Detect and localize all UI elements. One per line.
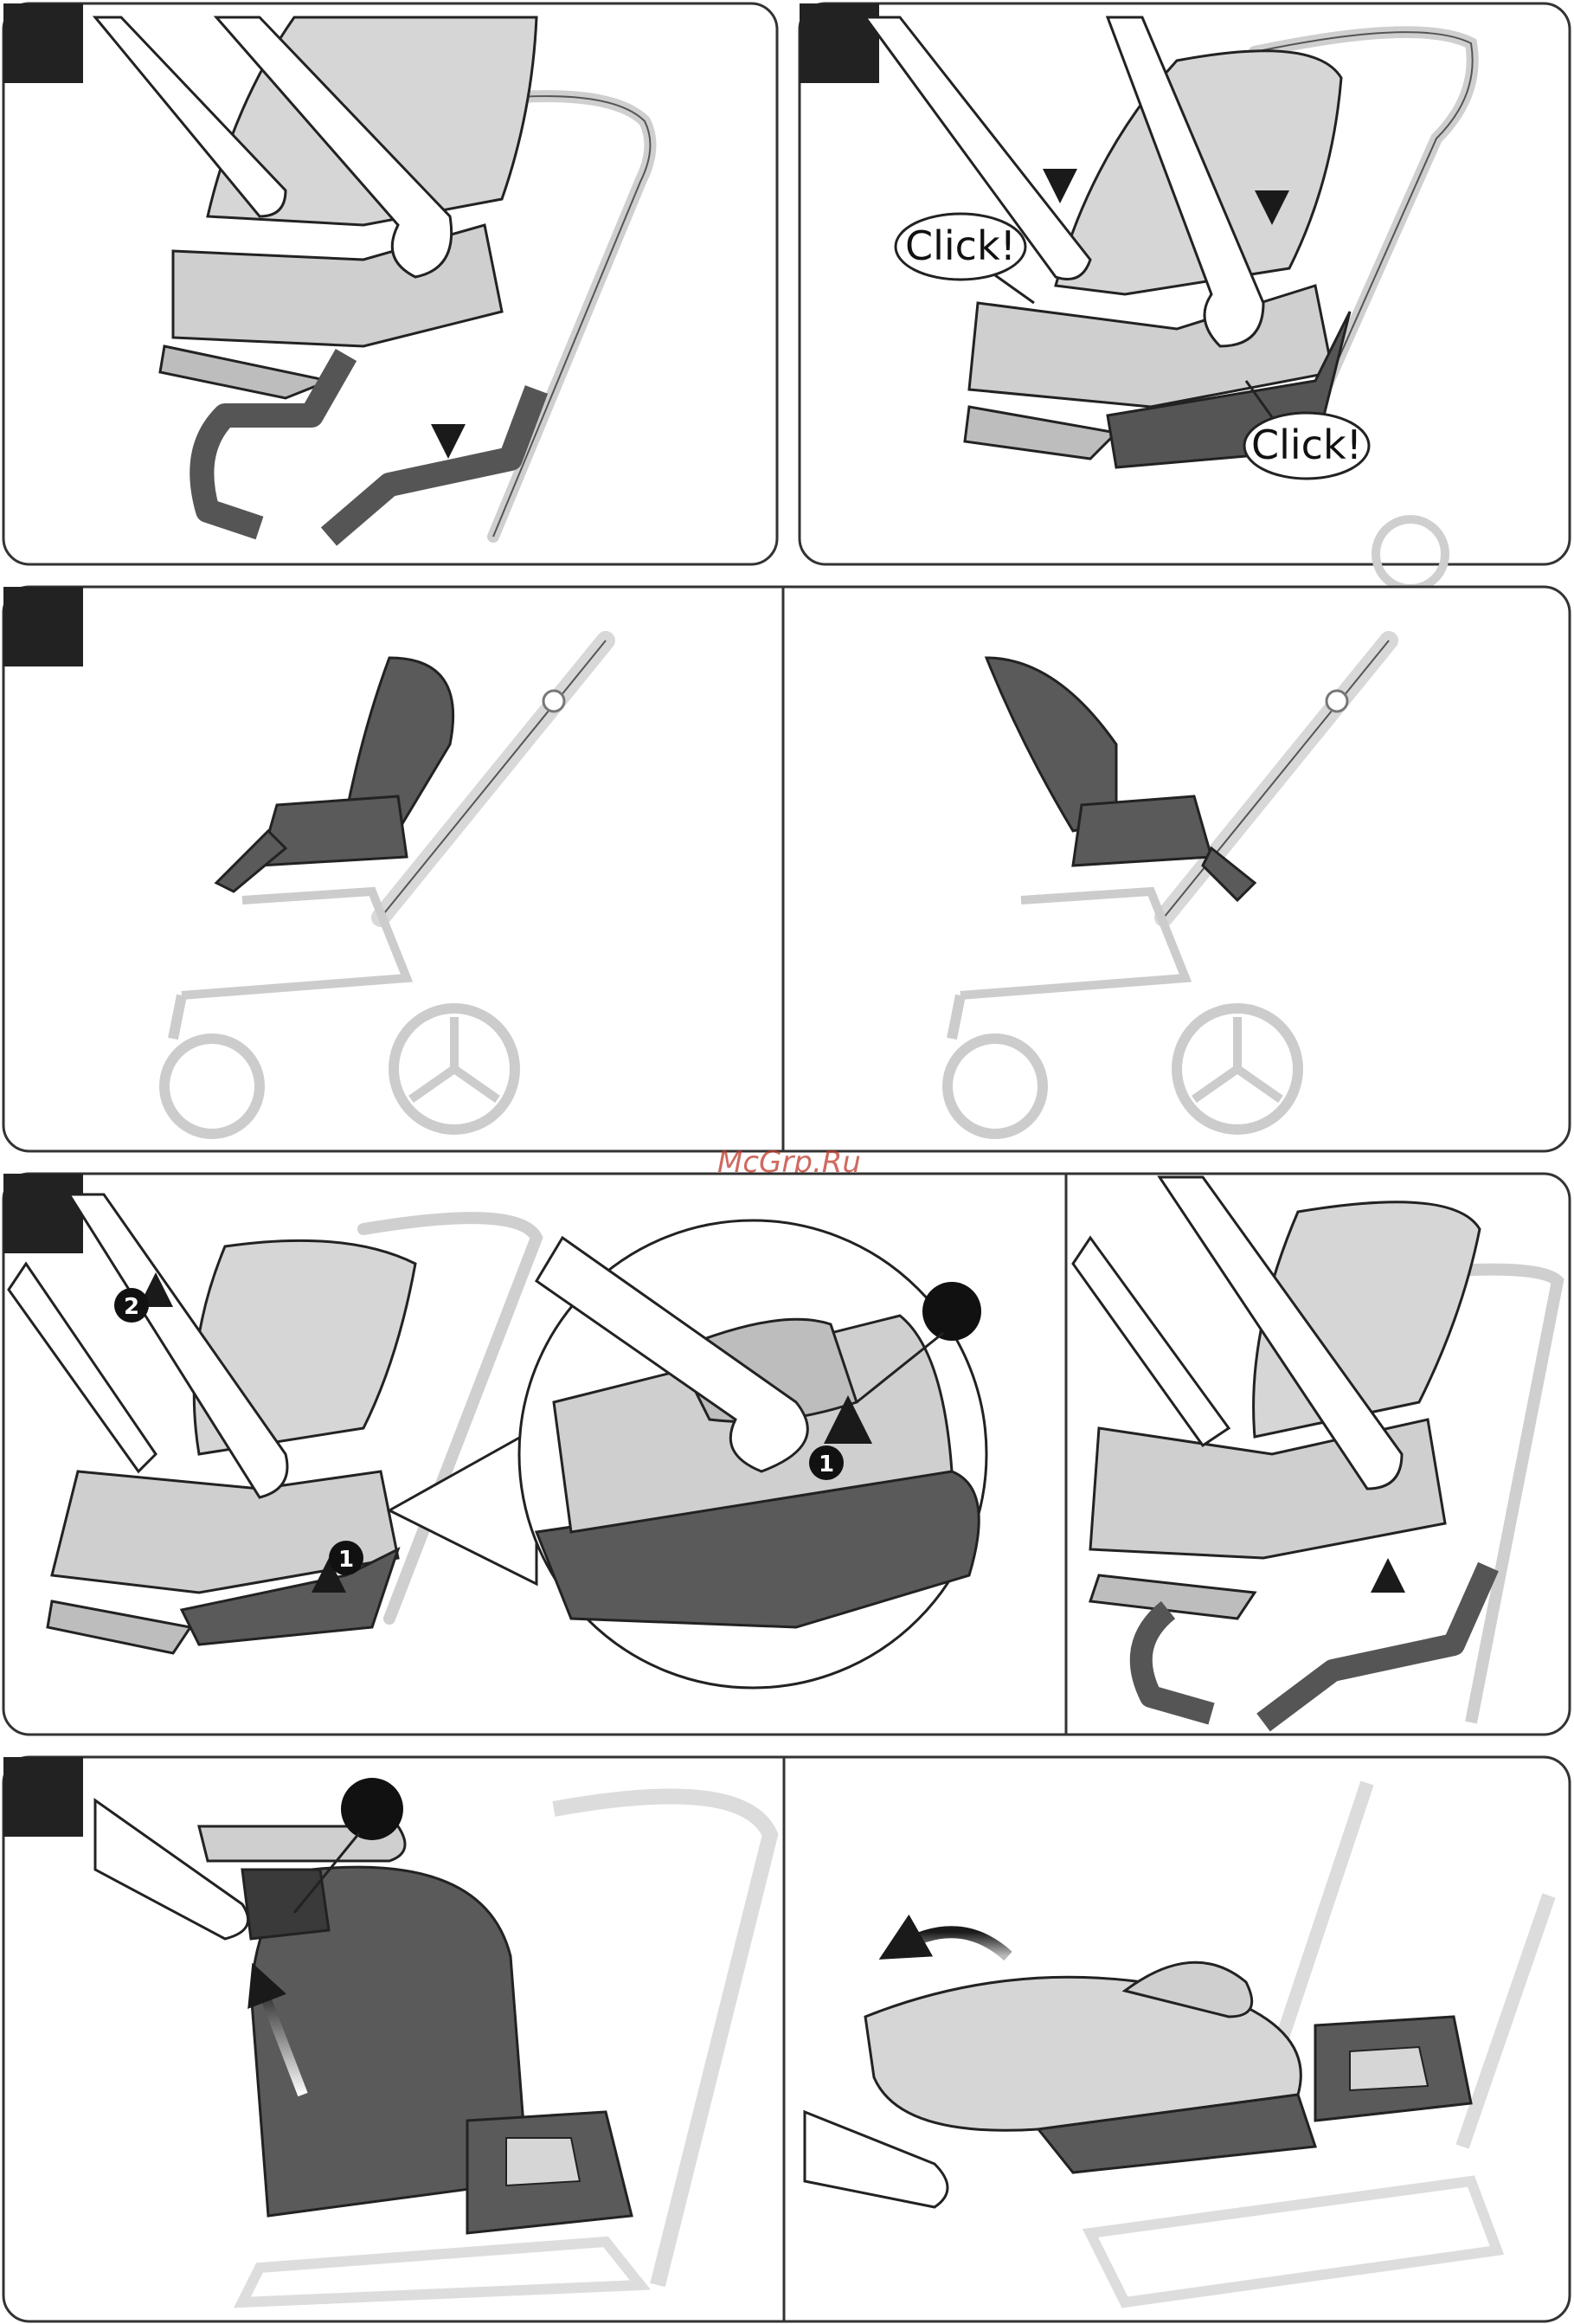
svg-text:2: 2 xyxy=(124,1294,139,1320)
step-number-box xyxy=(800,3,879,83)
panel-step-3-orientation xyxy=(3,587,1570,1151)
panel-step-5-seat-adjust xyxy=(3,1757,1570,2321)
step-number-box xyxy=(3,1174,83,1253)
svg-text:Click!: Click! xyxy=(905,222,1016,269)
panel-step-1-attach-seat xyxy=(3,3,777,564)
step-number-box xyxy=(3,3,83,83)
svg-text:1: 1 xyxy=(338,1547,354,1573)
panel-step-2-click: Click! Click! xyxy=(800,3,1570,589)
callout-dot xyxy=(341,1778,403,1840)
step-number-box xyxy=(3,1757,83,1837)
callout-dot xyxy=(922,1282,981,1341)
svg-text:Click!: Click! xyxy=(1251,422,1362,468)
panel-step-4-release: 2 1 1 xyxy=(3,1174,1570,1735)
svg-text:1: 1 xyxy=(819,1452,834,1477)
step-number-box xyxy=(3,587,83,666)
